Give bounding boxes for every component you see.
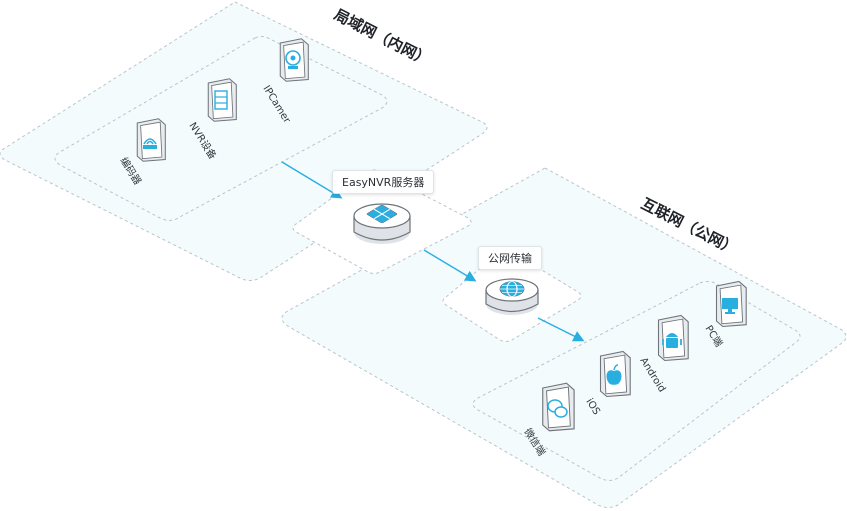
server-label: EasyNVR服务器 [332, 170, 435, 194]
android-icon [662, 333, 682, 348]
server-grid-icon [366, 204, 398, 224]
encoder-icon [143, 138, 157, 149]
device-android [657, 314, 689, 362]
monitor-icon [722, 298, 738, 314]
globe-icon [499, 281, 525, 297]
device-nvr [207, 78, 237, 122]
flow-arrow-transfer-to-clients [537, 317, 585, 342]
server-node [353, 203, 411, 244]
wechat-icon [547, 399, 568, 418]
transfer-label: 公网传输 [478, 246, 542, 270]
transfer-node [485, 278, 539, 315]
apple-icon [606, 364, 622, 385]
device-ios [599, 350, 631, 398]
device-wechat [542, 382, 575, 432]
lan-inner-zone [54, 36, 388, 221]
wan-outer-zone [281, 167, 847, 508]
flow-arrow-server-to-transfer [423, 249, 477, 282]
camera-icon [285, 50, 301, 69]
device-encoder [136, 118, 166, 162]
device-camera [279, 38, 309, 82]
device-pc [715, 280, 747, 328]
nvr-icon [214, 90, 228, 110]
flow-arrow-lan-to-server [281, 161, 343, 199]
